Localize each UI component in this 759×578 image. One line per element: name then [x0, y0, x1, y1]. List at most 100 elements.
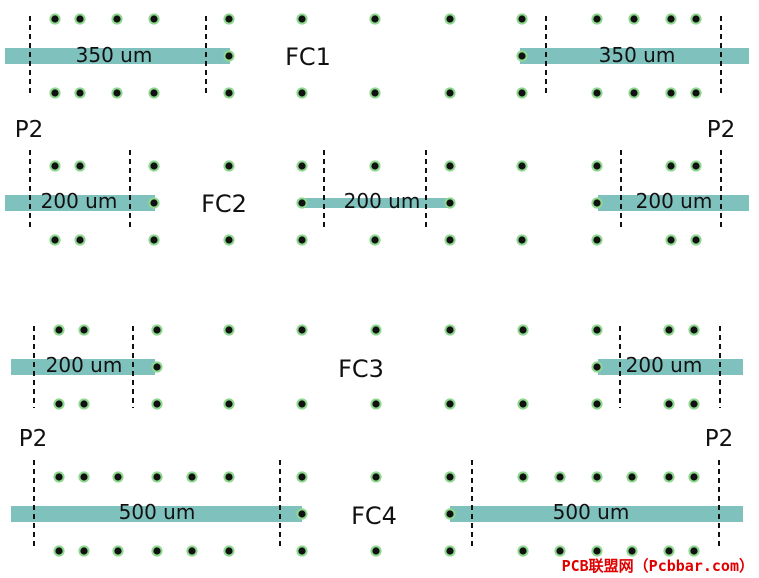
via-dot — [688, 398, 700, 410]
via-dot — [516, 160, 528, 172]
via-dot — [444, 545, 456, 557]
via-dot — [663, 398, 675, 410]
via-dot — [370, 545, 382, 557]
via-dot — [296, 197, 308, 209]
via-dot — [151, 361, 163, 373]
via-dot — [663, 471, 675, 483]
via-dot — [370, 324, 382, 336]
via-dot — [690, 87, 702, 99]
via-dot — [370, 398, 382, 410]
via-dot — [112, 545, 124, 557]
trace-bar — [11, 359, 155, 375]
port-label-p2: P2 — [707, 117, 736, 143]
via-dot — [111, 13, 123, 25]
via-dot — [444, 234, 456, 246]
vias-layer — [49, 13, 702, 557]
via-dot — [688, 324, 700, 336]
trace-bar — [598, 195, 749, 211]
via-dot — [444, 160, 456, 172]
via-dot — [78, 471, 90, 483]
via-dot — [628, 87, 640, 99]
via-dot — [688, 545, 700, 557]
via-dot — [690, 234, 702, 246]
via-dot — [112, 471, 124, 483]
via-dot — [148, 87, 160, 99]
trace-label: 200 um — [46, 353, 123, 377]
via-dot — [223, 545, 235, 557]
via-dot — [223, 87, 235, 99]
via-dot — [53, 545, 65, 557]
via-dot — [591, 13, 603, 25]
via-dot — [49, 13, 61, 25]
via-dot — [688, 471, 700, 483]
port-label-p2: P2 — [705, 426, 734, 452]
watermark-text: PCB联盟网（Pcbbar.com） — [562, 557, 754, 575]
via-dot — [78, 545, 90, 557]
trace-label: 350 um — [76, 43, 153, 67]
via-dot — [516, 87, 528, 99]
via-dot — [517, 324, 529, 336]
via-dot — [111, 87, 123, 99]
via-dot — [369, 13, 381, 25]
via-dot — [516, 234, 528, 246]
via-dot — [78, 398, 90, 410]
via-dot — [444, 324, 456, 336]
via-dot — [591, 324, 603, 336]
via-dot — [665, 234, 677, 246]
via-dot — [690, 160, 702, 172]
via-dot — [296, 545, 308, 557]
trace-label: 200 um — [41, 189, 118, 213]
trace-bar — [11, 506, 302, 522]
via-dot — [296, 234, 308, 246]
via-dot — [223, 398, 235, 410]
via-dot — [53, 324, 65, 336]
via-dot — [444, 87, 456, 99]
via-dot — [369, 234, 381, 246]
via-dot — [78, 324, 90, 336]
via-dot — [296, 87, 308, 99]
via-dot — [74, 87, 86, 99]
via-dot — [151, 545, 163, 557]
via-dot — [296, 471, 308, 483]
traces-layer — [5, 48, 749, 522]
via-dot — [591, 234, 603, 246]
via-dot — [53, 398, 65, 410]
via-dot — [665, 13, 677, 25]
via-dot — [444, 508, 456, 520]
via-dot — [296, 160, 308, 172]
via-dot — [296, 13, 308, 25]
via-dot — [49, 87, 61, 99]
via-dot — [444, 197, 456, 209]
port-label-p2: P2 — [19, 426, 48, 452]
trace-label: 350 um — [599, 43, 676, 67]
via-dot — [591, 398, 603, 410]
via-dot — [369, 160, 381, 172]
block-name-fc4: FC4 — [351, 502, 397, 530]
via-dot — [665, 160, 677, 172]
trace-bar — [450, 506, 743, 522]
via-dot — [444, 471, 456, 483]
block-name-fc3: FC3 — [338, 355, 384, 383]
trace-bar — [300, 198, 450, 208]
via-dot — [517, 471, 529, 483]
via-dot — [591, 87, 603, 99]
via-dot — [690, 13, 702, 25]
via-dot — [591, 361, 603, 373]
via-dot — [223, 50, 235, 62]
via-dot — [148, 13, 160, 25]
via-dot — [74, 234, 86, 246]
via-dot — [296, 398, 308, 410]
via-dot — [223, 234, 235, 246]
via-dot — [74, 160, 86, 172]
trace-label: 200 um — [626, 353, 703, 377]
trace-bar — [5, 195, 155, 211]
trace-bar — [598, 359, 743, 375]
via-dot — [444, 13, 456, 25]
via-dot — [516, 50, 528, 62]
via-dot — [148, 234, 160, 246]
via-dot — [554, 471, 566, 483]
via-dot — [517, 398, 529, 410]
via-dot — [186, 545, 198, 557]
via-dot — [665, 87, 677, 99]
